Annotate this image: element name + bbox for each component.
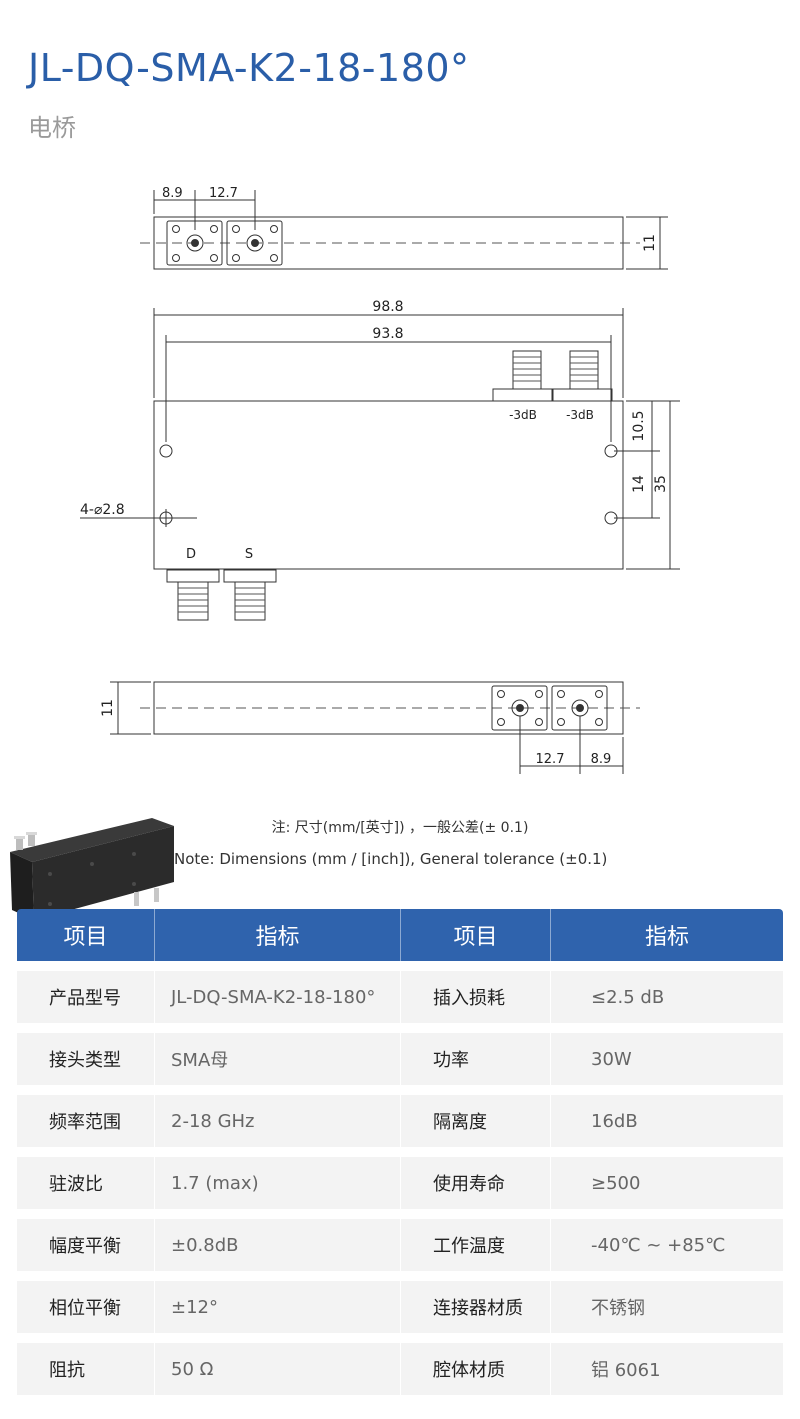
spec-key: 连接器材质 bbox=[401, 1281, 551, 1333]
spec-value: ±0.8dB bbox=[155, 1219, 401, 1271]
header-spec-1: 指标 bbox=[155, 909, 401, 961]
spec-table-header: 项目 指标 项目 指标 bbox=[17, 909, 783, 961]
spec-value: 1.7 (max) bbox=[155, 1157, 401, 1209]
dim-width: 35 bbox=[653, 475, 669, 493]
header-spec-2: 指标 bbox=[644, 925, 689, 950]
product-subtitle: 电桥 bbox=[28, 114, 76, 142]
spec-key: 阻抗 bbox=[17, 1343, 155, 1395]
spec-value: 铝 6061 bbox=[591, 1360, 661, 1381]
spec-value: 不锈钢 bbox=[591, 1298, 645, 1319]
spec-key: 功率 bbox=[401, 1033, 551, 1085]
spec-value: 16dB bbox=[591, 1110, 638, 1132]
dimension-note-en: Note: Dimensions (mm / [inch]), General … bbox=[174, 850, 608, 868]
header-item-2: 项目 bbox=[401, 909, 551, 961]
port-label-a: -3dB bbox=[509, 408, 537, 422]
spec-value: JL-DQ-SMA-K2-18-180° bbox=[155, 971, 401, 1023]
header-item-1: 项目 bbox=[17, 909, 155, 961]
port-label-b: -3dB bbox=[566, 408, 594, 422]
spec-key: 产品型号 bbox=[17, 971, 155, 1023]
spec-key: 驻波比 bbox=[17, 1157, 155, 1209]
spec-value: ≥500 bbox=[591, 1172, 641, 1194]
spec-key: 相位平衡 bbox=[17, 1281, 155, 1333]
spec-value: 50 Ω bbox=[155, 1343, 401, 1395]
spec-key: 幅度平衡 bbox=[17, 1219, 155, 1271]
spec-key: 隔离度 bbox=[401, 1095, 551, 1147]
spec-key: 插入损耗 bbox=[401, 971, 551, 1023]
spec-value: 2-18 GHz bbox=[155, 1095, 401, 1147]
spec-table: 项目 指标 项目 指标 产品型号 JL-DQ-SMA-K2-18-180° 插入… bbox=[17, 909, 783, 1395]
spec-value: ±12° bbox=[155, 1281, 401, 1333]
dim-bottom-a: 12.7 bbox=[536, 752, 565, 767]
table-row: 驻波比 1.7 (max) 使用寿命 ≥500 bbox=[17, 1157, 783, 1209]
spec-value: SMA母 bbox=[155, 1033, 401, 1085]
table-row: 相位平衡 ±12° 连接器材质 不锈钢 bbox=[17, 1281, 783, 1333]
table-row: 频率范围 2-18 GHz 隔离度 16dB bbox=[17, 1095, 783, 1147]
dimension-drawing: 8.9 12.7 11 98.8 93.8 -3dB -3dB 10.5 14 … bbox=[80, 186, 680, 774]
spec-key: 频率范围 bbox=[17, 1095, 155, 1147]
dim-hole-length: 93.8 bbox=[372, 326, 403, 342]
table-row: 产品型号 JL-DQ-SMA-K2-18-180° 插入损耗 ≤2.5 dB bbox=[17, 971, 783, 1023]
dim-hole-top: 10.5 bbox=[631, 410, 647, 441]
table-row: 阻抗 50 Ω 腔体材质 铝 6061 bbox=[17, 1343, 783, 1395]
dim-hole-gap: 14 bbox=[631, 475, 647, 493]
spec-value: ≤2.5 dB bbox=[591, 986, 665, 1008]
hole-callout: 4-⌀2.8 bbox=[80, 502, 125, 518]
spec-key: 工作温度 bbox=[401, 1219, 551, 1271]
port-label-d: D bbox=[186, 547, 196, 562]
dimension-note-cn: 注: 尺寸(mm/[英寸]) ，一般公差(± 0.1) bbox=[271, 820, 529, 836]
dim-total-length: 98.8 bbox=[372, 299, 403, 315]
dim-top-a: 8.9 bbox=[162, 186, 183, 201]
spec-key: 接头类型 bbox=[17, 1033, 155, 1085]
dim-top-b: 12.7 bbox=[209, 186, 238, 201]
table-row: 幅度平衡 ±0.8dB 工作温度 -40℃ ~ +85℃ bbox=[17, 1219, 783, 1271]
spec-value: 30W bbox=[591, 1048, 632, 1070]
spec-key: 使用寿命 bbox=[401, 1157, 551, 1209]
product-title: JL-DQ-SMA-K2-18-180° bbox=[28, 46, 470, 90]
port-label-s: S bbox=[245, 547, 253, 562]
product-photo bbox=[10, 818, 174, 920]
dim-bottom-height: 11 bbox=[100, 699, 116, 717]
dim-top-height: 11 bbox=[642, 234, 658, 252]
spec-value: -40℃ ~ +85℃ bbox=[591, 1234, 726, 1256]
dim-bottom-b: 8.9 bbox=[591, 752, 612, 767]
table-row: 接头类型 SMA母 功率 30W bbox=[17, 1033, 783, 1085]
spec-key: 腔体材质 bbox=[401, 1343, 551, 1395]
